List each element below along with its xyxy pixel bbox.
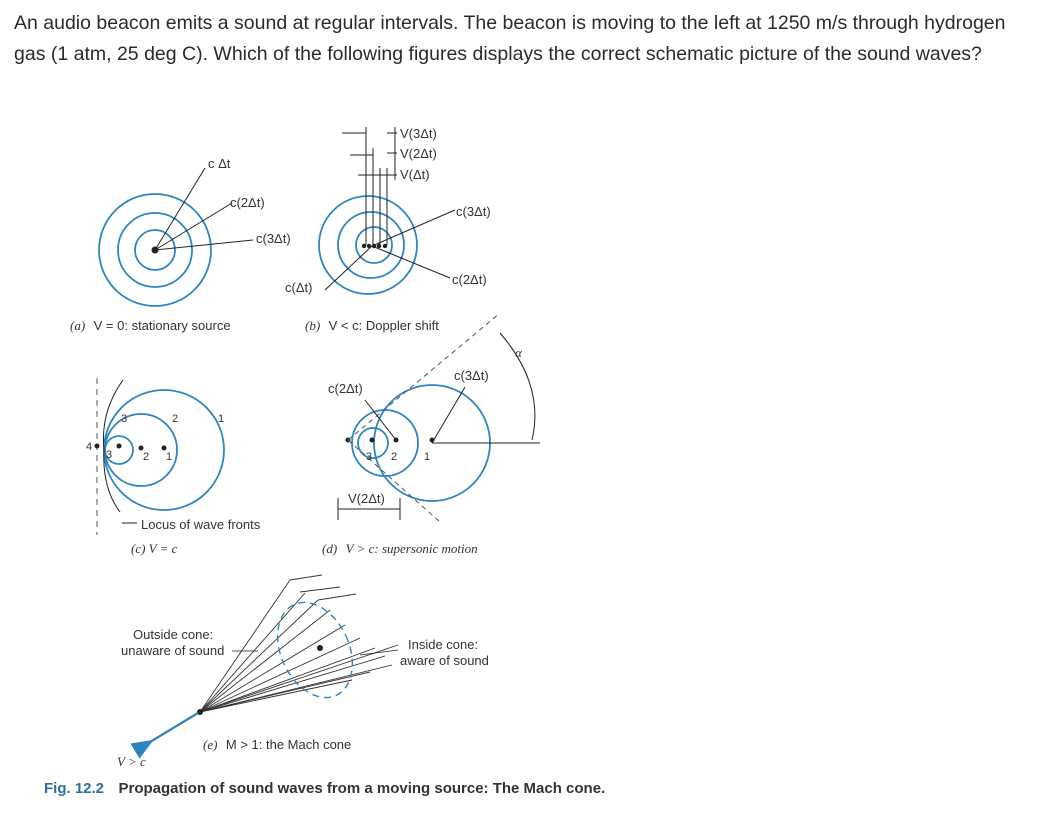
panel-e-source (197, 709, 203, 715)
caption-d: (d) V > c: supersonic motion (322, 540, 478, 557)
panel-b-wavefronts (318, 195, 418, 295)
label-c-4: 4 (86, 441, 92, 453)
panel-e-rays (199, 574, 399, 713)
figure-caption: Fig. 12.2 Propagation of sound waves fro… (44, 780, 605, 797)
label-a-cdt: c Δt (208, 156, 231, 171)
label-b-c3dt: c(3Δt) (456, 204, 491, 219)
wavefront-b-3 (318, 195, 418, 295)
label-d-v2dt: V(2Δt) (348, 491, 385, 506)
label-e-outside-1: Outside cone: (133, 627, 213, 642)
label-a-c2dt: c(2Δt) (230, 195, 265, 210)
label-c-1b: 1 (166, 451, 172, 463)
panel-b: V(3Δt) V(2Δt) V(Δt) c(3Δt) c(2Δt) c(Δt) … (285, 126, 491, 334)
caption-b: (b) V < c: Doppler shift (305, 317, 439, 334)
caption-e: (e) M > 1: the Mach cone (203, 736, 351, 753)
panel-d-alpha-arc (499, 332, 536, 441)
label-b-c2dt: c(2Δt) (452, 272, 487, 287)
label-d-c2dt: c(2Δt) (328, 381, 363, 396)
label-b-cdt: c(Δt) (285, 280, 312, 295)
panel-d: c(3Δt) c(2Δt) α 3 2 1 V(2Δt) (d) V > c: … (322, 312, 540, 557)
label-e-outside-2: unaware of sound (121, 643, 224, 658)
wavefront-a-1 (134, 229, 176, 271)
label-a-c3dt: c(3Δt) (256, 231, 291, 246)
label-c-2a: 2 (172, 413, 178, 425)
radius-line-c3dt (154, 239, 254, 251)
label-d-c3dt: c(3Δt) (454, 368, 489, 383)
radius-line-c2dt (154, 202, 233, 251)
radius-line-cdt (154, 167, 206, 251)
label-c-3b: 3 (106, 449, 112, 461)
label-c-3a: 3 (121, 413, 127, 425)
wavefront-b-2 (337, 211, 405, 279)
caption-c: (c) V = c (131, 541, 178, 556)
label-e-v: V > c (117, 754, 146, 769)
wavefront-b-1 (355, 226, 393, 264)
label-d-3: 3 (366, 451, 372, 463)
label-b-v3dt: V(3Δt) (400, 126, 437, 141)
question-text: An audio beacon emits a sound at regular… (14, 12, 1006, 65)
label-d-2: 2 (391, 451, 397, 463)
wavefront-a-2 (117, 212, 193, 288)
panel-e-velocity-arrow (130, 712, 199, 759)
caption-a: (a) V = 0: stationary source (70, 317, 231, 334)
panel-a: c Δt c(2Δt) c(3Δt) (a) V = 0: stationary… (70, 156, 291, 334)
panel-e: Outside cone: unaware of sound Inside co… (117, 574, 489, 769)
label-e-inside-2: aware of sound (400, 653, 489, 668)
label-c-locus: Locus of wave fronts (141, 517, 261, 532)
label-d-1: 1 (424, 451, 430, 463)
label-b-v2dt: V(2Δt) (400, 146, 437, 161)
wavefront-a-3 (98, 193, 212, 307)
panel-c: 3 2 1 4 3 2 1 Locus of wave fronts (c) V… (86, 378, 261, 556)
panel-a-wavefronts (98, 193, 212, 307)
label-d-alpha: α (515, 345, 523, 360)
label-b-vdt: V(Δt) (400, 167, 430, 182)
label-c-2b: 2 (143, 451, 149, 463)
label-e-inside-1: Inside cone: (408, 637, 478, 652)
panel-e-dashed-cone-section (276, 601, 354, 699)
panel-b-displacement-marks (342, 127, 397, 245)
label-c-1a: 1 (218, 413, 224, 425)
